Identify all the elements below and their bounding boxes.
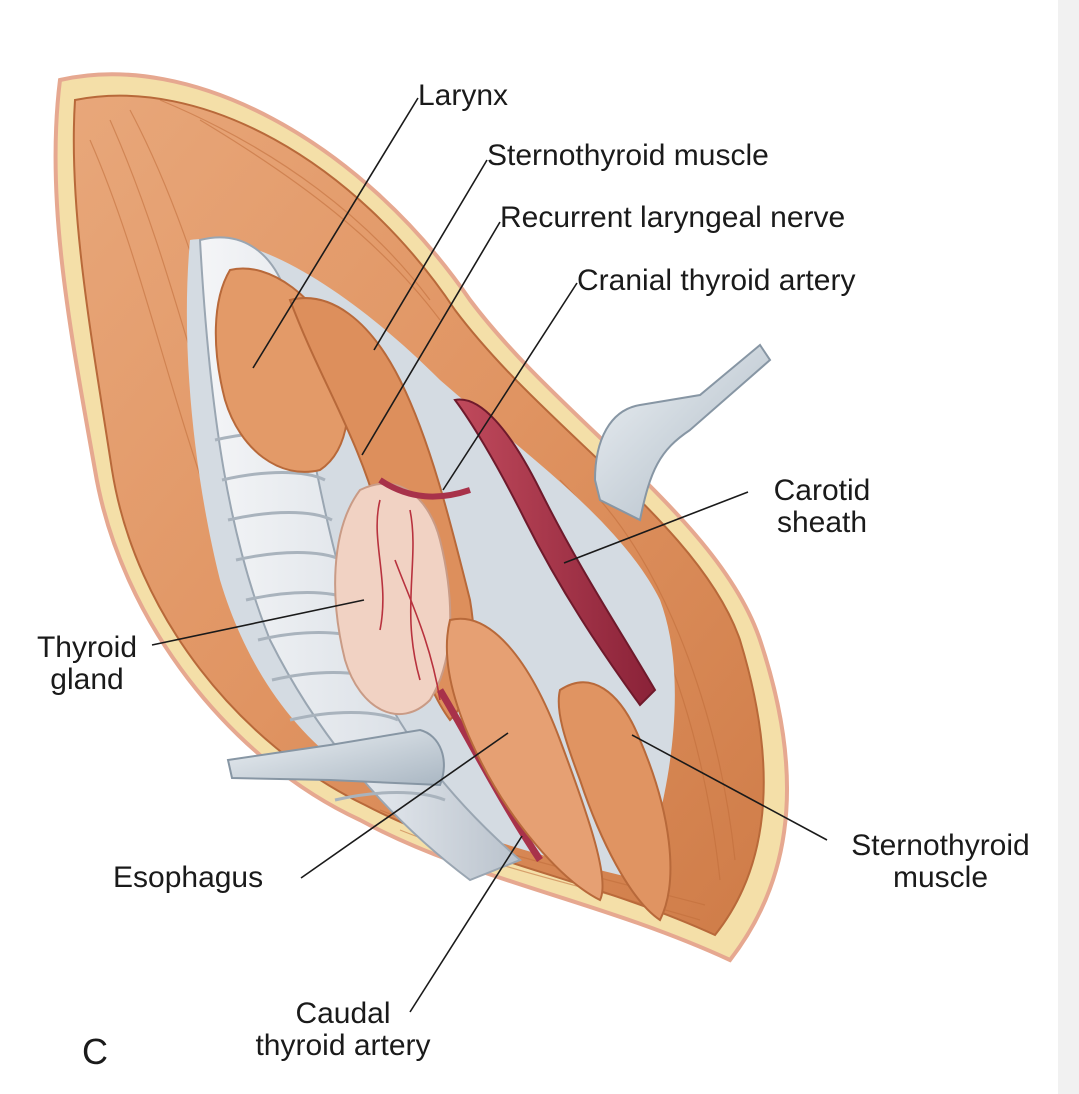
thyroid-gland — [334, 482, 452, 716]
esophagus-muscle — [445, 617, 604, 902]
label-esophagus: Esophagus — [113, 861, 264, 894]
label-sternothyroid-muscle-top: Sternothyroid muscle — [487, 139, 769, 172]
label-thyroid-line2: gland — [50, 663, 124, 696]
page-edge-strip — [1058, 0, 1079, 1094]
panel-letter: C — [82, 1031, 108, 1072]
label-sternothyroid-muscle-bottom: Sternothyroid muscle — [828, 830, 1053, 894]
label-carotid-line1: Carotid — [773, 474, 871, 507]
sternothyroid-muscle-lower — [557, 681, 672, 922]
gland-vessels — [376, 499, 441, 701]
retractor-lower — [226, 728, 445, 787]
label-caudal-line2: thyroid artery — [255, 1029, 431, 1062]
leader-lines — [151, 97, 828, 1013]
label-recurrent-laryngeal-nerve: Recurrent laryngeal nerve — [500, 201, 846, 234]
label-larynx: Larynx — [418, 79, 509, 112]
label-carotid-line2: sheath — [776, 506, 868, 539]
retractor-upper — [593, 343, 772, 522]
label-caudal-thyroid-artery: Caudal thyroid artery — [233, 998, 453, 1062]
label-thyroid-gland: Thyroid gland — [22, 632, 152, 696]
carotid-artery — [453, 398, 657, 707]
label-sternothyroid-bottom-line2: muscle — [892, 861, 989, 894]
cranial-thyroid-artery — [378, 477, 471, 500]
label-thyroid-line1: Thyroid — [36, 631, 138, 664]
label-sternothyroid-bottom-line1: Sternothyroid — [851, 829, 1030, 862]
label-caudal-line1: Caudal — [295, 997, 391, 1030]
label-carotid-sheath: Carotid sheath — [752, 475, 892, 539]
label-cranial-thyroid-artery: Cranial thyroid artery — [577, 264, 856, 297]
